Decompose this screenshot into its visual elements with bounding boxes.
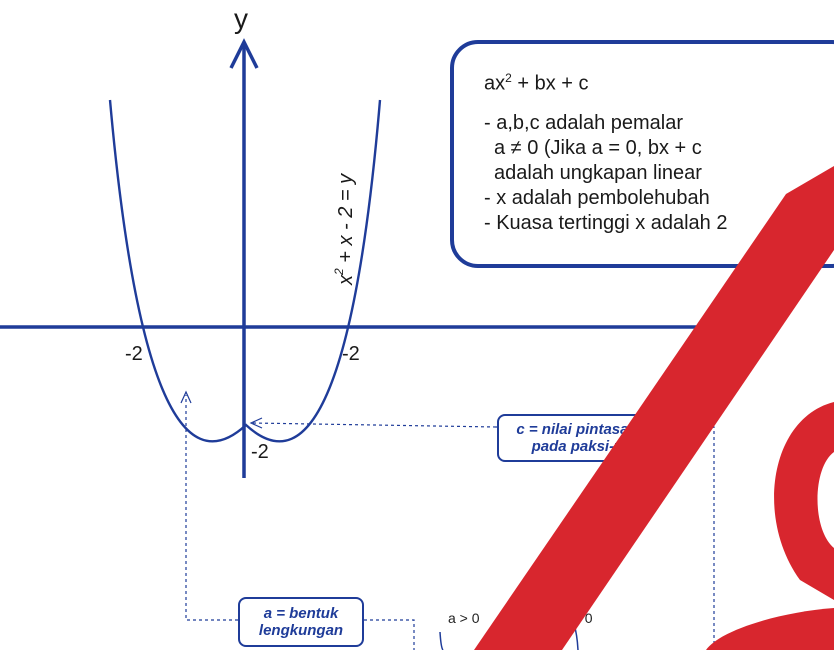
quadratic-expression: ax2 + bx + c: [484, 71, 589, 95]
definition-line-a-nonzero: a ≠ 0 (Jika a = 0, bx + c: [494, 136, 702, 159]
c-intercept-tag: c = nilai pintasan pada paksi-y: [497, 414, 657, 462]
a-connector-arrowhead: [180, 390, 192, 404]
a-connector-line-right: [364, 619, 415, 650]
parabola-curve: [108, 99, 382, 443]
definition-line-variable: - x adalah pembolehubah: [484, 186, 710, 209]
y-intercept-label: -2: [251, 441, 269, 463]
curve-equation-label: x2 + x - 2 = y: [332, 173, 357, 286]
c-tag-line1: c = nilai pintasan: [516, 421, 638, 438]
definition-line-linear: adalah ungkapan linear: [494, 161, 702, 184]
c-tag-line2: pada paksi-y: [531, 438, 623, 455]
a-negative-label: a < 0: [561, 610, 593, 626]
a-shape-tag: a = bentuk lengkungan: [238, 597, 364, 647]
definition-line-highest-power: - Kuasa tertinggi x adalah 2: [484, 211, 728, 234]
a-tag-line1: a = bentuk: [263, 605, 339, 622]
c-connector-arrowhead: [249, 417, 263, 429]
definition-line-constants: - a,b,c adalah pemalar: [484, 111, 684, 134]
c-connector-arrow-line: [251, 422, 497, 428]
x-intercept-left-label: -2: [125, 343, 143, 365]
x-intercept-right-label: -2: [342, 343, 360, 365]
y-axis-label: y: [234, 3, 248, 34]
a-positive-shape-sketch: [439, 631, 444, 650]
x-axis-label: x: [750, 324, 762, 351]
a-connector-line: [185, 395, 238, 621]
a-tag-line2: lengkungan: [258, 622, 344, 639]
a-positive-label: a > 0: [448, 610, 480, 626]
y-axis-arrowhead: [229, 38, 259, 69]
quadratic-definition-box: ax2 + bx + c - a,b,c adalah pemalar a ≠ …: [450, 40, 834, 268]
